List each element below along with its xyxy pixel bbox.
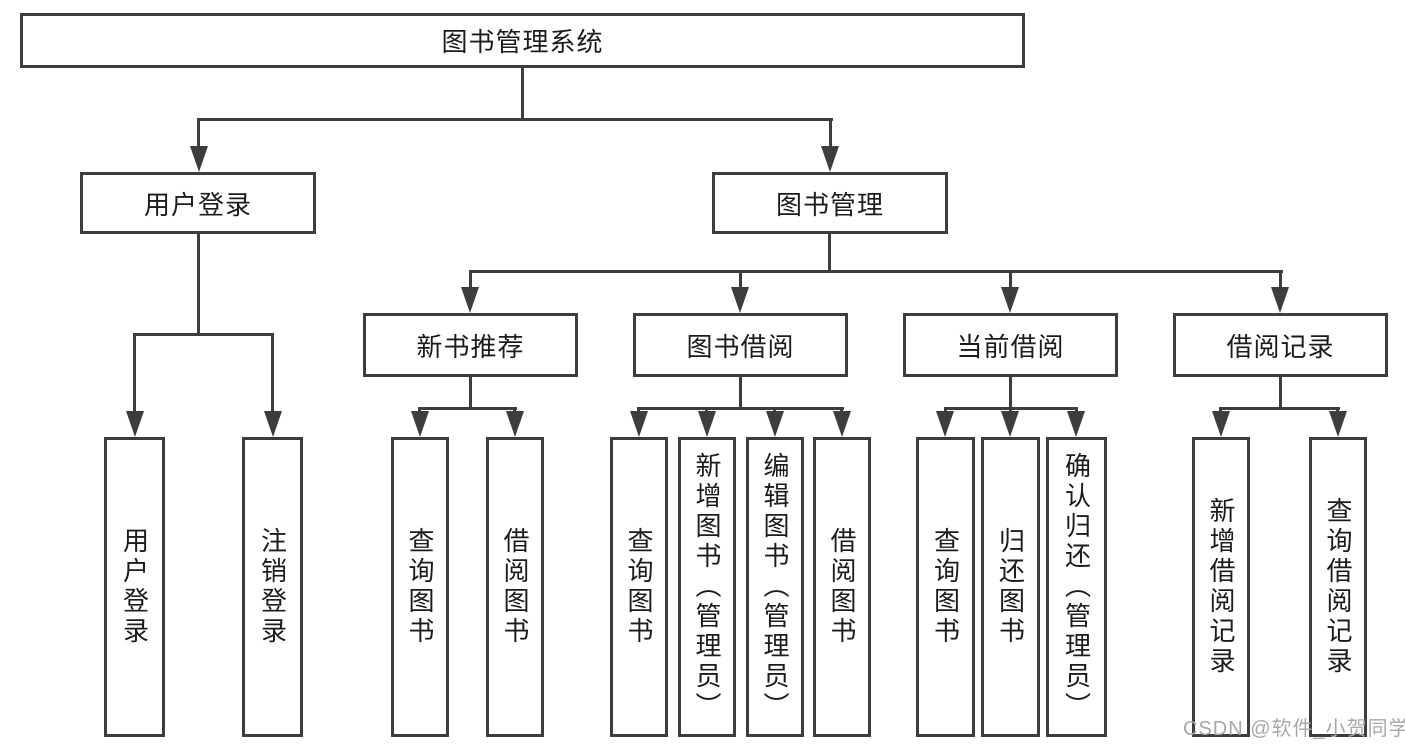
leaf-query-books-current-label: 查询图书 xyxy=(930,527,961,647)
connector-line xyxy=(271,333,274,417)
leaf-query-books-borrowing: 查询图书 xyxy=(610,437,668,737)
node-user-login: 用户登录 xyxy=(80,172,316,234)
node-borrowing-records-label: 借阅记录 xyxy=(1226,331,1335,362)
arrow-down-icon xyxy=(126,411,144,437)
leaf-borrow-books-recommend-label: 借阅图书 xyxy=(500,527,530,647)
connector-line xyxy=(133,333,274,336)
leaf-return-books-label: 归还图书 xyxy=(995,527,1026,647)
connector-line xyxy=(1219,407,1340,410)
leaf-query-borrow-record: 查询借阅记录 xyxy=(1309,437,1367,737)
leaf-logout-label: 注销登录 xyxy=(257,527,288,647)
node-book-borrowing-label: 图书借阅 xyxy=(686,331,795,362)
watermark: CSDN @软件_小贺同学 xyxy=(1183,718,1405,740)
node-new-book-recommendation-label: 新书推荐 xyxy=(416,331,525,362)
arrow-down-icon xyxy=(833,411,851,437)
node-root: 图书管理系统 xyxy=(20,13,1025,68)
connector-line xyxy=(1009,375,1012,410)
node-current-borrowing: 当前借阅 xyxy=(903,313,1118,377)
leaf-borrow-books-borrowing: 借阅图书 xyxy=(813,437,871,737)
arrow-down-icon xyxy=(766,411,784,437)
arrow-down-icon xyxy=(411,411,429,437)
leaf-query-books-recommend: 查询图书 xyxy=(391,437,449,737)
node-borrowing-records: 借阅记录 xyxy=(1173,313,1388,377)
arrow-down-icon xyxy=(1001,287,1019,313)
arrow-down-icon xyxy=(1067,411,1085,437)
leaf-user-login: 用户登录 xyxy=(104,437,165,737)
node-book-management-label: 图书管理 xyxy=(775,189,884,220)
arrow-down-icon xyxy=(461,287,479,313)
leaf-query-books-current: 查询图书 xyxy=(916,437,975,737)
arrow-down-icon xyxy=(630,411,648,437)
leaf-user-login-label: 用户登录 xyxy=(119,527,150,647)
connector-line xyxy=(739,375,742,410)
connector-line xyxy=(828,231,831,273)
leaf-add-book-admin: 新增图书（管理员） xyxy=(678,437,736,737)
leaf-add-borrow-record-label: 新增借阅记录 xyxy=(1206,497,1236,677)
arrow-down-icon xyxy=(698,411,716,437)
leaf-confirm-return-admin-label: 确认归还（管理员） xyxy=(1061,452,1092,722)
connector-line xyxy=(637,407,844,410)
connector-line xyxy=(197,118,833,121)
leaf-logout: 注销登录 xyxy=(242,437,303,737)
connector-line xyxy=(419,407,517,410)
leaf-borrow-books-recommend: 借阅图书 xyxy=(486,437,544,737)
node-user-login-label: 用户登录 xyxy=(143,189,252,220)
connector-line xyxy=(1279,375,1282,410)
arrow-down-icon xyxy=(1212,411,1230,437)
leaf-edit-book-admin-label: 编辑图书（管理员） xyxy=(760,452,790,722)
leaf-query-borrow-record-label: 查询借阅记录 xyxy=(1323,497,1353,677)
arrow-down-icon xyxy=(1271,287,1289,313)
connector-line xyxy=(829,118,832,152)
arrow-down-icon xyxy=(1329,411,1347,437)
arrow-down-icon xyxy=(936,411,954,437)
arrow-down-icon xyxy=(731,287,749,313)
leaf-borrow-books-borrowing-label: 借阅图书 xyxy=(827,527,857,647)
leaf-add-borrow-record: 新增借阅记录 xyxy=(1192,437,1250,737)
connector-line xyxy=(1009,270,1012,292)
connector-line xyxy=(469,375,472,410)
connector-line xyxy=(739,270,742,292)
connector-line xyxy=(1279,270,1282,292)
node-root-label: 图书管理系统 xyxy=(441,27,604,57)
arrow-down-icon xyxy=(1001,411,1019,437)
arrow-down-icon xyxy=(264,411,282,437)
arrow-down-icon xyxy=(821,146,839,172)
node-book-management: 图书管理 xyxy=(712,172,948,234)
arrow-down-icon xyxy=(506,411,524,437)
connector-line xyxy=(469,270,1283,273)
arrow-down-icon xyxy=(190,146,208,172)
leaf-edit-book-admin: 编辑图书（管理员） xyxy=(746,437,804,737)
leaf-return-books: 归还图书 xyxy=(981,437,1040,737)
node-book-borrowing: 图书借阅 xyxy=(633,313,848,377)
node-current-borrowing-label: 当前借阅 xyxy=(956,331,1065,362)
leaf-confirm-return-admin: 确认归还（管理员） xyxy=(1046,437,1107,737)
leaf-add-book-admin-label: 新增图书（管理员） xyxy=(692,452,722,722)
leaf-query-books-borrowing-label: 查询图书 xyxy=(624,527,654,647)
connector-line xyxy=(197,231,200,336)
connector-line xyxy=(521,66,524,121)
leaf-query-books-recommend-label: 查询图书 xyxy=(405,527,435,647)
connector-line xyxy=(133,333,136,417)
node-new-book-recommendation: 新书推荐 xyxy=(363,313,578,377)
connector-line xyxy=(197,118,200,152)
connector-line xyxy=(469,270,472,292)
